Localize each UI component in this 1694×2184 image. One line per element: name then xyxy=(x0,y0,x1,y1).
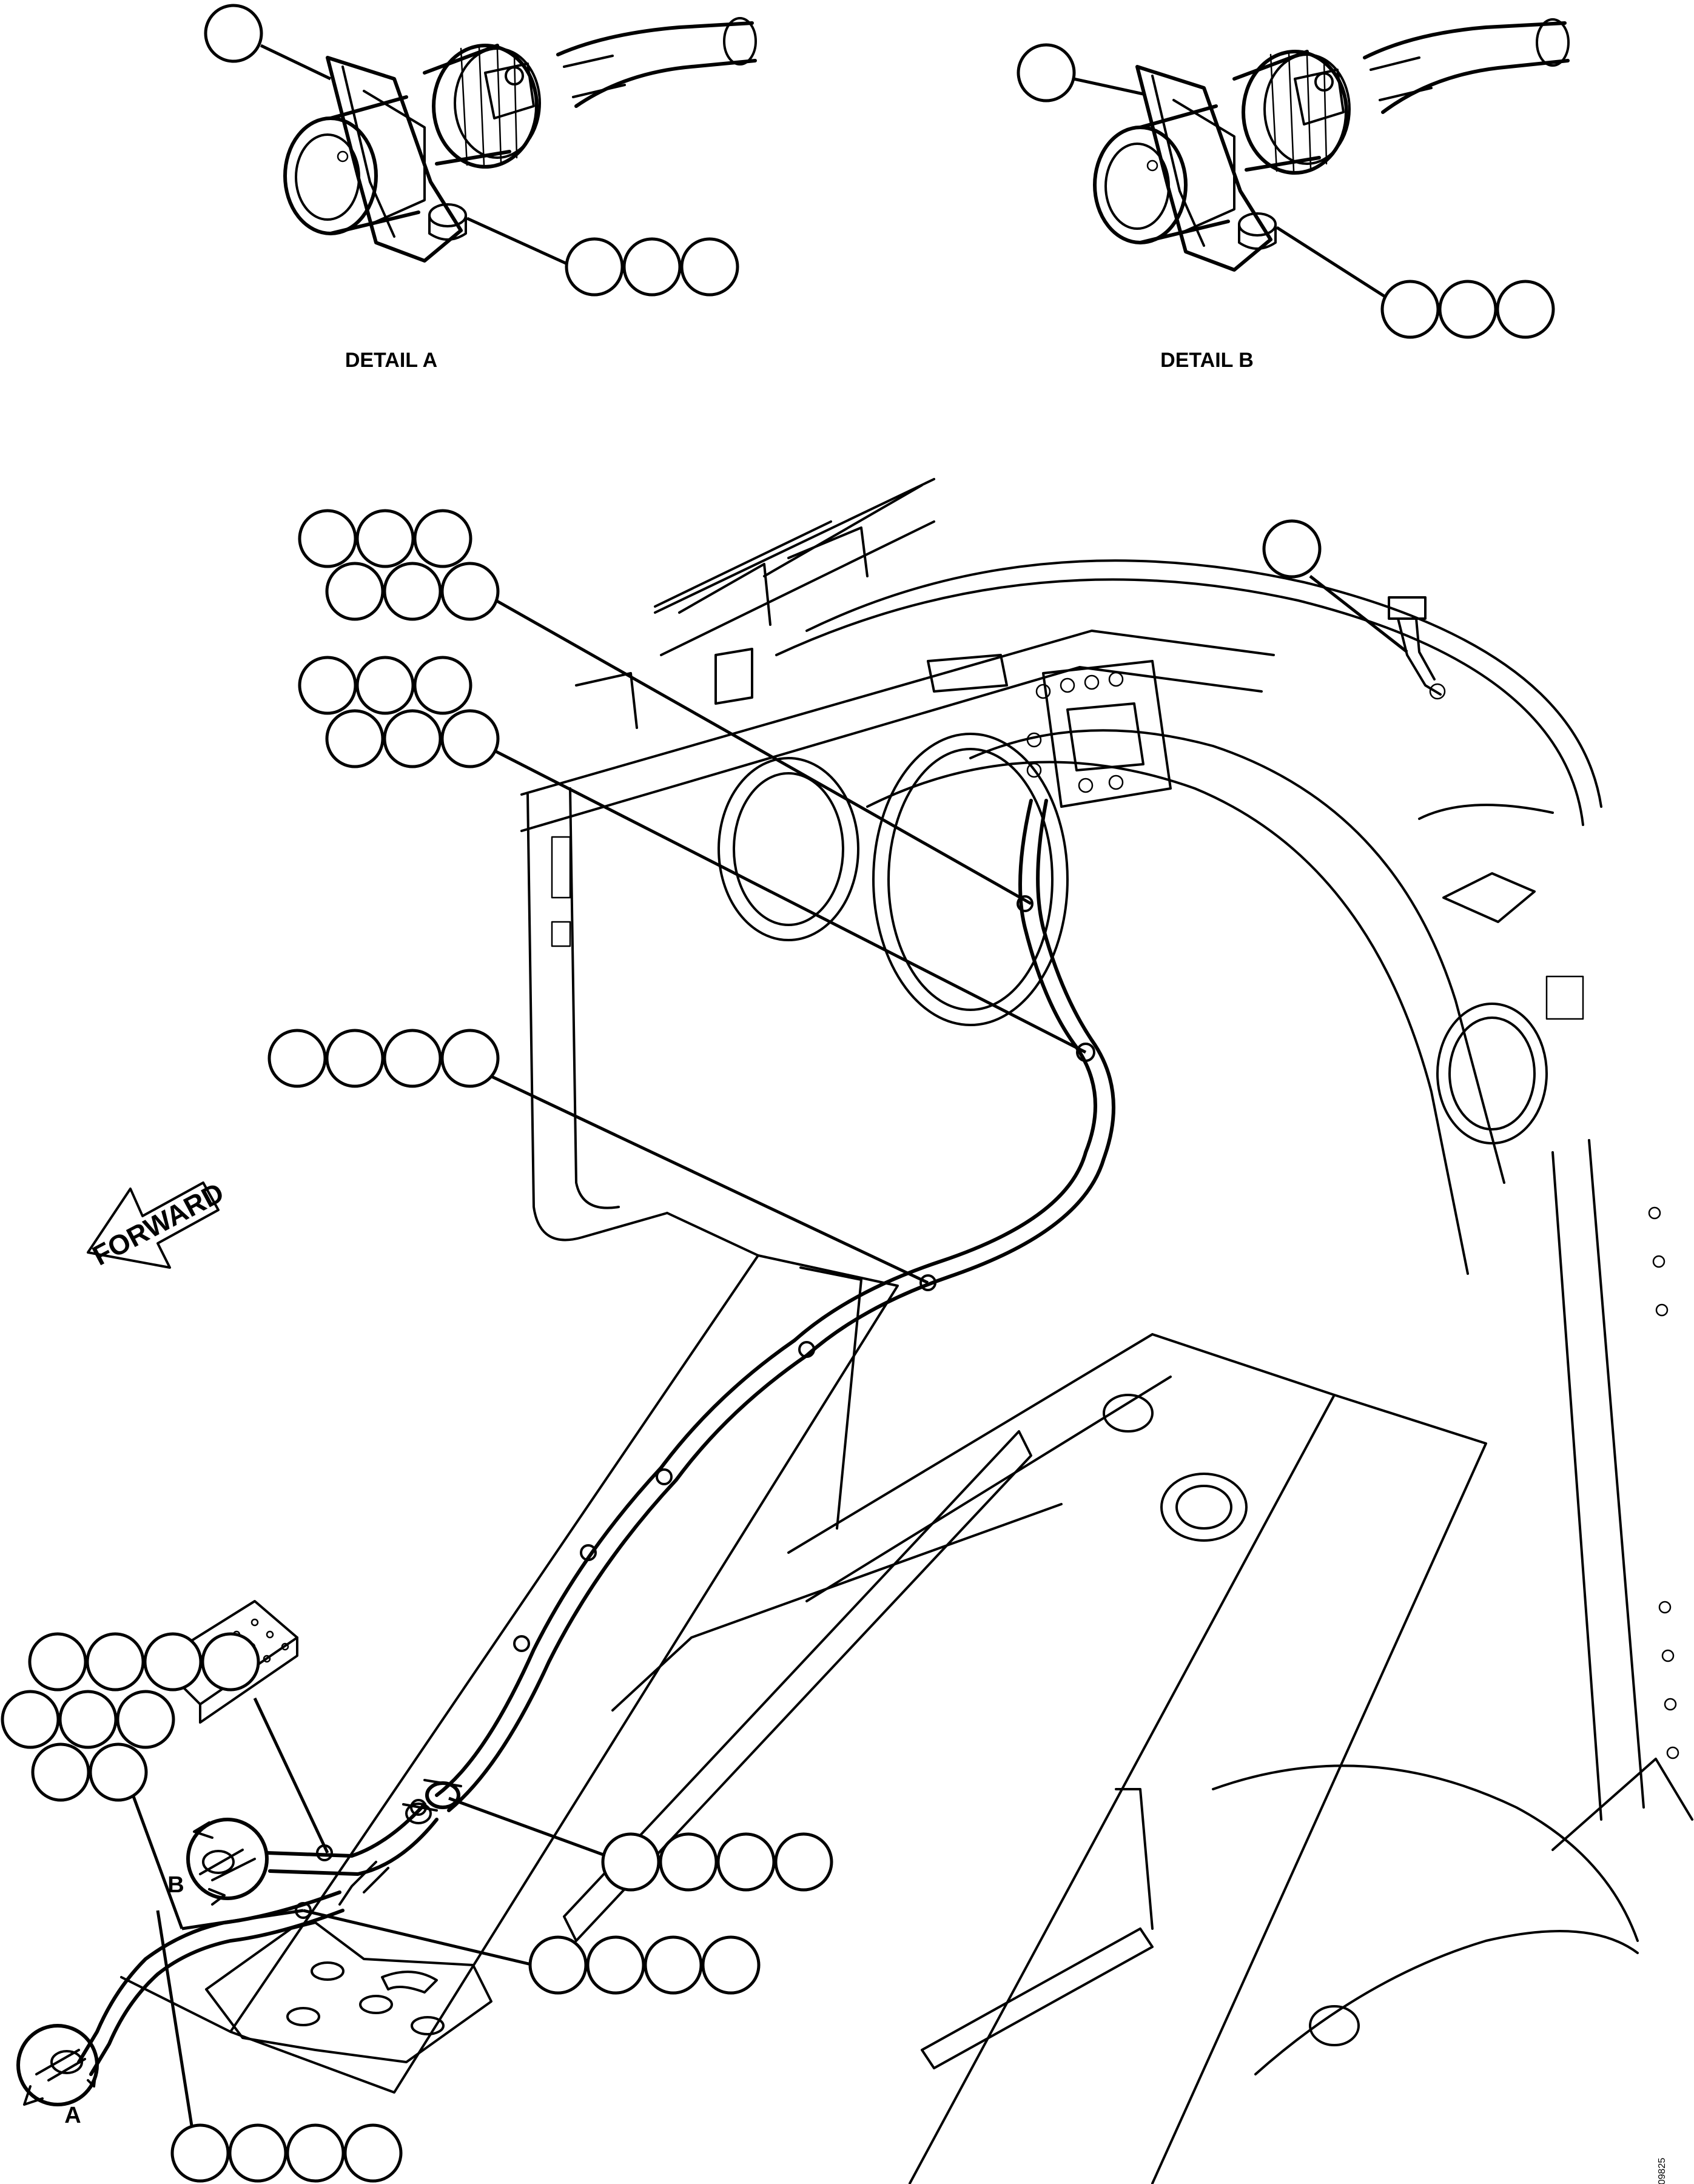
callout-bubble xyxy=(622,237,682,297)
callout-bubble xyxy=(440,709,500,768)
callout-bubble xyxy=(413,509,472,568)
harness-clips xyxy=(295,895,1095,1919)
detail-a-caption: DETAIL A xyxy=(345,349,437,372)
callout-bubble xyxy=(170,2123,230,2183)
callout-bubble xyxy=(1496,280,1555,339)
detail-b-receptacle xyxy=(1093,99,1235,244)
detail-a-callouts xyxy=(204,4,739,297)
callout-bubble xyxy=(383,562,442,621)
connector-b: B xyxy=(167,1818,269,1906)
callout-bubble xyxy=(383,1029,442,1088)
harness-branch-b xyxy=(265,1803,426,1858)
frame-opening-center xyxy=(872,733,1069,1026)
figure-number: 09825 xyxy=(1657,2158,1667,2184)
callout-bubble xyxy=(413,656,472,715)
callout-bubble xyxy=(201,1632,260,1692)
callout-bubble xyxy=(343,2123,403,2183)
callout-bubble xyxy=(325,709,385,768)
callout-bubble xyxy=(355,509,415,568)
callout-bubble xyxy=(383,709,442,768)
callout-bubble xyxy=(1262,519,1322,579)
callout-bubble xyxy=(325,1029,385,1088)
detail-b-callouts xyxy=(1017,43,1555,339)
harness-branch-a xyxy=(77,1890,341,2064)
callout-bubble xyxy=(716,1832,776,1892)
callout-bubble xyxy=(440,1029,500,1088)
callout-bubble xyxy=(298,656,357,715)
detail-b-coupling-ring xyxy=(1232,50,1351,175)
detail-b-screw xyxy=(1238,212,1277,250)
view-letter-a: A xyxy=(64,2103,81,2128)
callout-bubble xyxy=(143,1632,203,1692)
harness-main-run xyxy=(435,799,1097,1797)
callout-bubble xyxy=(440,562,500,621)
rear-pin-boss xyxy=(1160,1473,1248,1542)
frame-opening-left xyxy=(718,757,859,941)
callout-bubble xyxy=(267,1029,327,1088)
boom-right xyxy=(909,1333,1336,2184)
detail-a-connector: DETAIL A xyxy=(204,4,757,372)
detail-b-clamp xyxy=(1294,69,1345,126)
terminal-block xyxy=(927,654,1172,808)
callout-bubble xyxy=(644,1935,703,1995)
callout-bubble xyxy=(1,1690,60,1749)
callout-bubble xyxy=(774,1832,833,1892)
callout-bubble xyxy=(680,237,739,297)
callout-bubble xyxy=(204,4,263,63)
callout-bubble xyxy=(659,1832,718,1892)
callout-bubble xyxy=(116,1690,175,1749)
boom-left xyxy=(120,1212,759,2033)
wiring-harness: A B xyxy=(16,799,1115,2128)
connector-a: A xyxy=(16,2024,99,2128)
callout-bubble xyxy=(355,656,415,715)
right-bolt-column xyxy=(1648,1206,1679,1759)
callout-bubble xyxy=(565,237,624,297)
detail-a-receptacle xyxy=(283,90,426,235)
frame-assembly xyxy=(120,478,1693,2184)
detail-a-screw xyxy=(428,203,467,241)
callout-bubble xyxy=(286,2123,345,2183)
detail-a-hose xyxy=(556,17,757,108)
forward-arrow: FORWARD xyxy=(87,1176,229,1271)
callout-bubble xyxy=(28,1632,87,1692)
detail-b-connector: DETAIL B xyxy=(1017,18,1570,372)
callout-bubble xyxy=(1438,280,1497,339)
inline-connector xyxy=(402,1779,462,1824)
callout-bubble xyxy=(228,2123,287,2183)
callout-bubble xyxy=(298,509,357,568)
lower-cross-member xyxy=(563,1430,1032,1942)
callout-bubble xyxy=(89,1742,148,1802)
detail-a-coupling-ring xyxy=(423,44,541,169)
callout-bubble xyxy=(1380,280,1440,339)
detail-b-caption: DETAIL B xyxy=(1160,349,1254,372)
callout-bubble xyxy=(528,1935,588,1995)
main-callouts xyxy=(1,509,1408,2183)
detail-b-hose xyxy=(1363,18,1570,114)
callout-bubble xyxy=(586,1935,645,1995)
detail-a-clamp xyxy=(484,62,535,119)
frame-opening-right xyxy=(1436,1003,1548,1144)
callout-bubble xyxy=(601,1832,660,1892)
frame-arch xyxy=(805,559,1602,808)
left-tower xyxy=(526,793,668,1242)
lower-channel xyxy=(921,1927,1154,2069)
callout-bubble xyxy=(701,1935,761,1995)
upper-cross-beam xyxy=(520,630,1275,796)
sensor-plug xyxy=(1388,596,1446,700)
callout-bubble xyxy=(31,1742,90,1802)
callout-bubble xyxy=(86,1632,145,1692)
callout-bubble xyxy=(1017,43,1076,102)
callout-bubble xyxy=(58,1690,118,1749)
callout-bubble xyxy=(325,562,385,621)
